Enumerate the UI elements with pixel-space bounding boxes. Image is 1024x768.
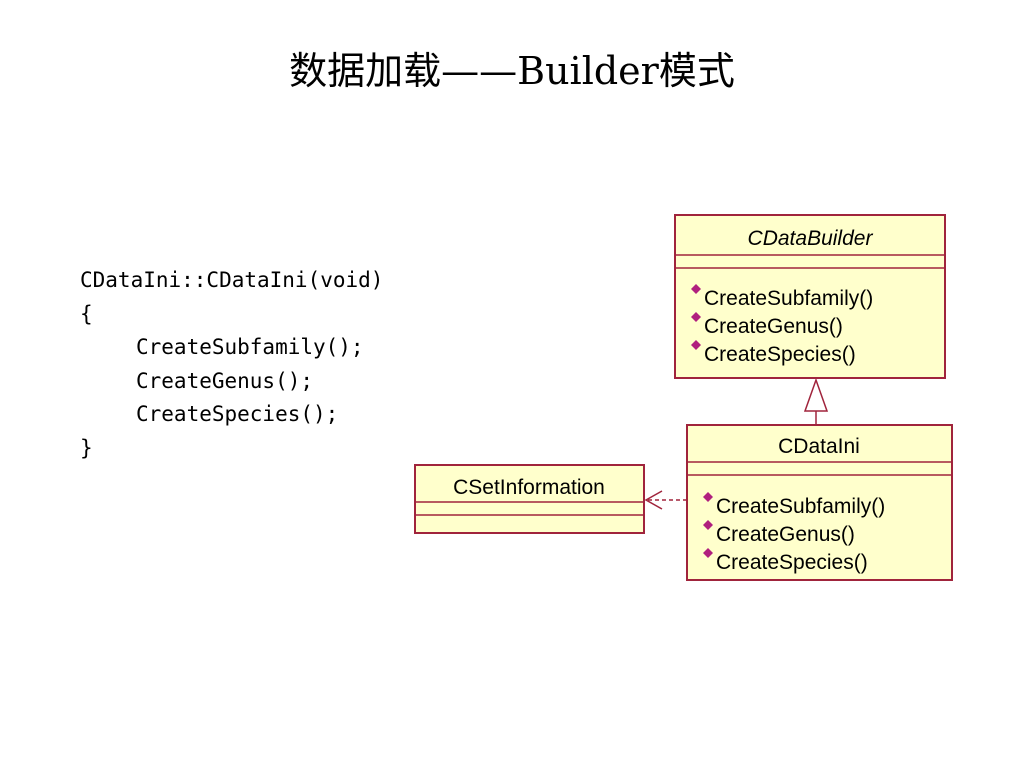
code-signature: CDataIni::CDataIni(void) xyxy=(80,268,384,292)
code-block: CDataIni::CDataIni(void) { CreateSubfami… xyxy=(80,264,383,465)
operation-marker-icon xyxy=(691,284,701,294)
open-arrowhead-icon xyxy=(644,490,663,510)
class-box xyxy=(686,424,953,581)
class-box xyxy=(674,214,946,379)
code-open-brace: { xyxy=(80,301,93,326)
class-name: CDataIni xyxy=(778,435,860,458)
operation-marker-icon xyxy=(703,520,713,530)
slide-title: 数据加载——Builder模式 xyxy=(289,49,735,93)
class-cdatabuilder: CDataBuilder CreateSubfamily() CreateGen… xyxy=(674,214,946,379)
class-box xyxy=(414,464,645,534)
code-statement: CreateSubfamily(); xyxy=(136,335,364,359)
class-csetinformation: CSetInformation xyxy=(414,464,645,534)
generalization-arrow xyxy=(803,377,829,425)
code-statement: CreateSpecies(); xyxy=(136,402,339,426)
class-operation: CreateSubfamily() xyxy=(704,287,873,310)
class-operation: CreateSpecies() xyxy=(716,551,868,574)
operation-marker-icon xyxy=(691,340,701,350)
dependency-arrow xyxy=(644,490,687,510)
class-operation: CreateSubfamily() xyxy=(716,495,885,518)
class-name: CDataBuilder xyxy=(748,227,874,250)
code-close-brace: } xyxy=(80,435,93,460)
code-statement: CreateGenus(); xyxy=(136,368,314,393)
class-cdataini: CDataIni CreateSubfamily() CreateGenus()… xyxy=(686,424,953,581)
operation-marker-icon xyxy=(691,312,701,322)
class-name: CSetInformation xyxy=(453,476,605,499)
operation-marker-icon xyxy=(703,492,713,502)
hollow-triangle-icon xyxy=(803,377,829,412)
class-operation: CreateGenus() xyxy=(704,315,843,338)
class-operation: CreateGenus() xyxy=(716,523,855,546)
class-operation: CreateSpecies() xyxy=(704,343,856,366)
operation-marker-icon xyxy=(703,548,713,558)
